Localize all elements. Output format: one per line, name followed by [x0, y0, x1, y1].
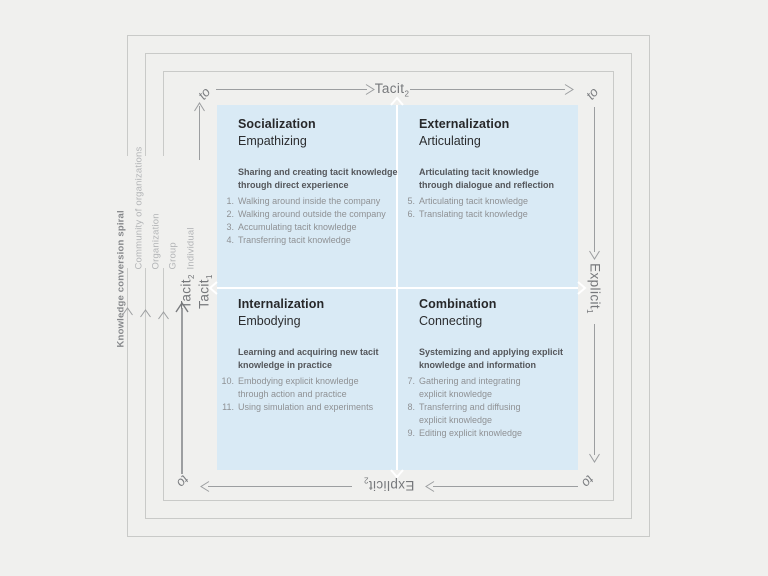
arrowhead-bottom-end — [200, 481, 210, 492]
item-text: Transferring and diffusing explicit know… — [419, 401, 521, 425]
item-text: Articulating tacit knowledge — [419, 195, 529, 206]
quadrant-subtitle: Articulating — [419, 133, 481, 148]
list-item: 1. Walking around inside the company — [226, 195, 396, 208]
quadrant-externalization-bg — [398, 105, 578, 287]
quadrant-socialization-bg — [217, 105, 396, 287]
axis-label-tacit-top: Tacit2 — [374, 81, 410, 99]
quadrant-subtitle: Connecting — [419, 313, 483, 328]
quadrant-subtitle: Empathizing — [238, 133, 307, 148]
quadrant-combination: Combination Connecting Systemizing and a… — [398, 289, 578, 470]
quadrant-subtitle: Embodying — [238, 313, 301, 328]
quadrant-title: Externalization — [419, 117, 510, 131]
spiral-chevron-community — [122, 307, 133, 316]
arrowhead-right-end — [589, 453, 600, 463]
quadrant-internalization-bg — [217, 289, 396, 470]
arrowhead-bottom-mid — [425, 481, 435, 492]
item-text: Gathering and integrating explicit knowl… — [419, 375, 521, 399]
arrowhead-top-end — [564, 84, 574, 95]
quadrant-list: 10. Embodying explicit knowledge through … — [221, 375, 378, 414]
item-number: 6. — [407, 208, 415, 219]
item-text: Using simulation and experiments — [238, 401, 374, 412]
quadrant-title: Combination — [419, 297, 497, 311]
item-number: 7. — [407, 375, 415, 386]
quadrant-description: Systemizing and applying explicit knowle… — [419, 346, 564, 370]
quadrant-description: Learning and acquiring new tacit knowled… — [238, 346, 379, 370]
list-item: 6. Translating tacit knowledge — [407, 208, 569, 221]
item-number: 8. — [407, 401, 415, 412]
level-label-organization: Organization — [150, 213, 162, 270]
axis-label-tacit-left-inner: Tacit1 — [196, 274, 215, 309]
item-number: 2. — [226, 208, 234, 219]
quadrant-title: Socialization — [238, 117, 316, 131]
list-item: 7. Gathering and integrating explicit kno… — [407, 375, 541, 401]
item-text: Embodying explicit knowledge through act… — [238, 375, 359, 399]
item-text: Accumulating tacit knowledge — [238, 221, 357, 232]
item-number: 10. — [221, 375, 234, 386]
level-label-community: Community of organizations — [133, 146, 145, 270]
divider-arrow-up — [390, 96, 404, 106]
divider-arrow-down — [390, 469, 404, 479]
arrowhead-right-mid — [589, 250, 600, 260]
arrowhead-left-top — [194, 102, 205, 112]
item-number: 5. — [407, 195, 415, 206]
list-item: 11. Using simulation and experiments — [222, 401, 378, 414]
quadrant-list: 7. Gathering and integrating explicit kno… — [407, 375, 541, 440]
quadrant-description: Articulating tacit knowledge through dia… — [419, 166, 554, 190]
axis-label-explicit-bottom: Explicit2 — [363, 475, 415, 493]
list-item: 8. Transferring and diffusing explicit kn… — [407, 401, 541, 427]
item-text: Walking around inside the company — [238, 195, 381, 206]
list-item: 4. Transferring tacit knowledge — [226, 234, 396, 247]
axis-label-explicit-right: Explicit1 — [584, 263, 603, 314]
item-text: Walking around outside the company — [238, 208, 386, 219]
level-label-group: Group — [167, 242, 179, 270]
divider-arrow-right — [577, 281, 587, 295]
list-item: 9. Editing explicit knowledge — [407, 427, 541, 440]
divider-arrow-left — [208, 281, 218, 295]
quadrant-list: 5. Articulating tacit knowledge 6. Translat… — [407, 195, 569, 221]
list-item: 10. Embodying explicit knowledge through … — [221, 375, 378, 401]
quadrant-externalization: Externalization Articulating Articulatin… — [398, 105, 578, 287]
spiral-chevron-group — [158, 311, 169, 320]
level-rect-community — [127, 35, 650, 537]
spiral-label: Knowledge conversion spiral — [115, 210, 127, 348]
quadrant-combination-bg — [398, 289, 578, 470]
quadrant-title: Internalization — [238, 297, 325, 311]
spiral-chevron-organization — [140, 309, 151, 318]
quadrant-internalization: Internalization Embodying Learning and a… — [217, 289, 396, 470]
item-text: Transferring tacit knowledge — [238, 234, 351, 245]
quadrant-socialization: Socialization Empathizing Sharing and cr… — [217, 105, 397, 287]
item-text: Translating tacit knowledge — [419, 208, 528, 219]
list-item: 5. Articulating tacit knowledge — [407, 195, 569, 208]
quadrant-list: 1. Walking around inside the company 2. Wal… — [226, 195, 396, 247]
item-number: 4. — [226, 234, 234, 245]
quadrant-description: Sharing and creating tacit knowledge thr… — [238, 166, 398, 190]
item-number: 1. — [226, 195, 234, 206]
arrowhead-top-mid — [365, 84, 375, 95]
item-number: 3. — [226, 221, 234, 232]
level-rect-group — [163, 71, 614, 501]
item-number: 9. — [407, 428, 415, 439]
level-label-individual: Individual — [185, 227, 197, 270]
label-zone-mask — [118, 156, 214, 268]
level-rect-organization — [145, 53, 632, 519]
list-item: 3. Accumulating tacit knowledge — [226, 221, 396, 234]
spiral-arrow-dark-head — [175, 301, 189, 313]
item-number: 11. — [222, 401, 234, 412]
list-item: 2. Walking around outside the company — [226, 208, 396, 221]
item-text: Editing explicit knowledge — [419, 428, 523, 439]
